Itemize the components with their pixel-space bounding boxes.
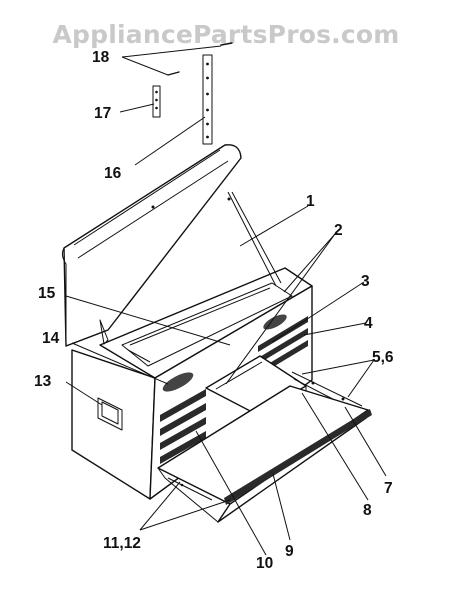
part-16-hinge — [202, 54, 213, 145]
callout-5-6: 5,6 — [372, 349, 394, 366]
callout-11-12: 11,12 — [103, 535, 141, 552]
leader-lines — [65, 45, 387, 556]
chest-body — [61, 144, 372, 523]
callout-18: 18 — [92, 49, 110, 66]
callout-9: 9 — [285, 543, 294, 560]
callout-17: 17 — [94, 105, 111, 122]
callout-15: 15 — [38, 285, 56, 302]
callout-8: 8 — [363, 502, 372, 519]
callout-7: 7 — [384, 480, 393, 497]
part-17-bracket — [152, 85, 161, 118]
callout-4: 4 — [364, 315, 373, 332]
callout-10: 10 — [256, 555, 273, 572]
callout-1: 1 — [306, 193, 315, 210]
callout-2: 2 — [334, 222, 343, 239]
callout-16: 16 — [104, 165, 122, 182]
lid — [63, 144, 242, 347]
callout-labels: 18 17 16 1 2 3 4 5,6 7 8 9 10 11,12 13 1… — [34, 49, 394, 572]
side-handle — [97, 397, 123, 431]
callout-13: 13 — [34, 373, 52, 390]
side-panel — [71, 349, 156, 500]
part-18-pins — [167, 42, 233, 76]
callout-3: 3 — [361, 273, 370, 290]
callout-14: 14 — [42, 330, 60, 347]
